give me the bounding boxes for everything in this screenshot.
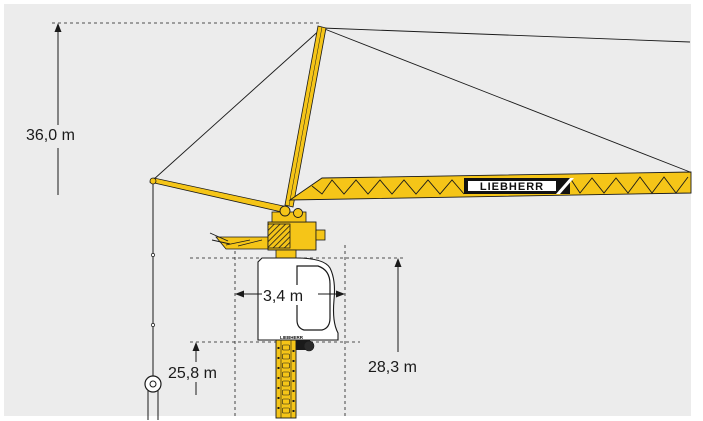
- main-jib: LIEBHERR: [288, 171, 692, 201]
- jib-logo-text: LIEBHERR: [480, 181, 544, 193]
- cab-window: [296, 265, 331, 331]
- guy-cables: [152, 27, 691, 181]
- cab-bottom-height-label: 25,8 m: [168, 365, 217, 382]
- cab-logo-text: LIEBHERR: [280, 335, 304, 340]
- hook-assembly: [144, 184, 162, 420]
- luffing-jib: [284, 25, 327, 208]
- diagram-background: [4, 4, 691, 416]
- reference-lines: [52, 22, 405, 418]
- counterweight-hatch: [267, 223, 291, 249]
- slewing-platform: [209, 205, 326, 259]
- total-height-label: 36,0 m: [26, 127, 75, 144]
- counter-jib: [149, 177, 289, 214]
- cab-width-label: 3,4 m: [263, 288, 303, 305]
- dimension-arrows: [54, 23, 402, 395]
- cab-top-height-label: 28,3 m: [368, 359, 417, 376]
